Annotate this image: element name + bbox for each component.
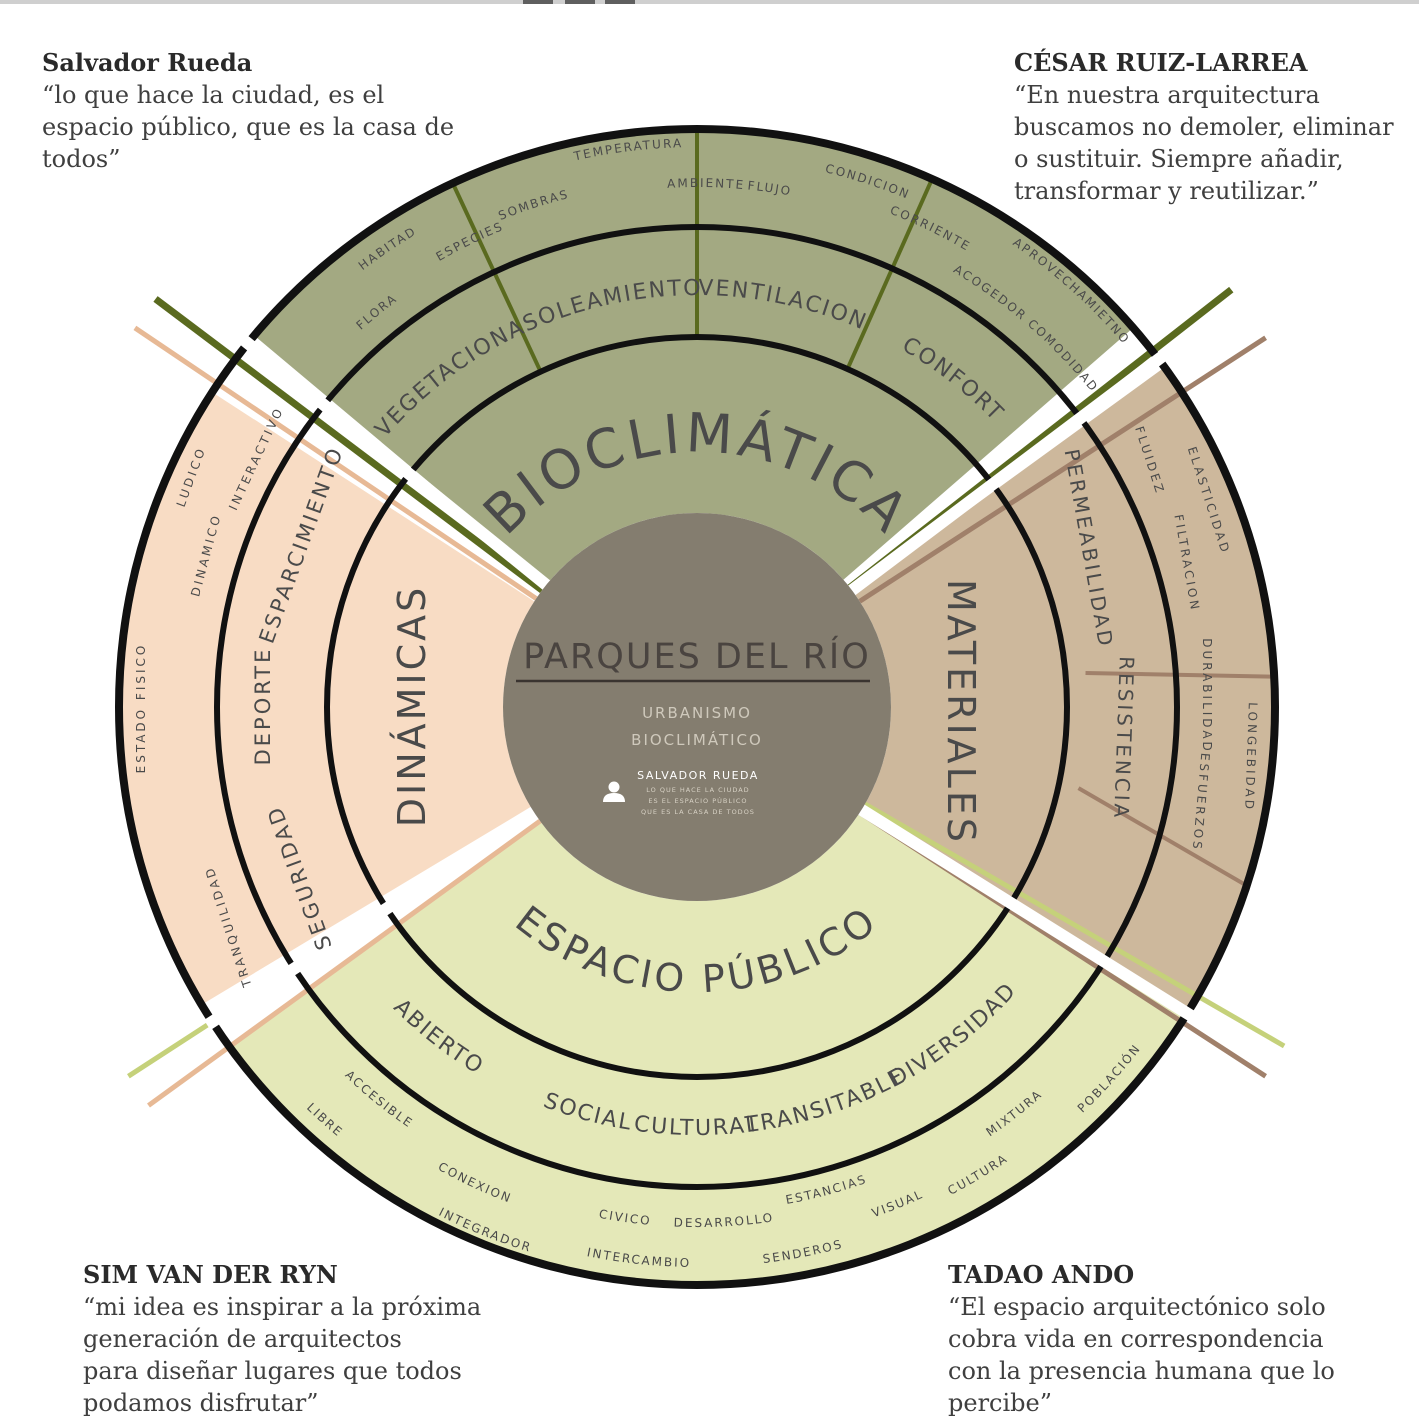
quote-author: CÉSAR RUIZ-LARREA bbox=[1014, 48, 1308, 77]
quote-author: SIM VAN DER RYN bbox=[83, 1260, 338, 1289]
term-label: AMBIENTE bbox=[667, 176, 746, 192]
sector-bioclimatica bbox=[254, 128, 1134, 583]
radial-separator bbox=[1085, 671, 1275, 679]
ring bbox=[115, 125, 1279, 1289]
corridor-gap bbox=[203, 806, 540, 1031]
center-disc bbox=[503, 513, 891, 901]
quote-bottom-right: TADAO ANDO “El espacio arquitectónico so… bbox=[948, 1259, 1368, 1419]
quote-text: “En nuestra arquitectura buscamos no dem… bbox=[1014, 81, 1394, 205]
toolbar-chip bbox=[565, 0, 595, 4]
term-label: ESTADO FISICO bbox=[134, 643, 148, 774]
center-badge-line: QUE ES LA CASA DE TODOS bbox=[641, 808, 755, 816]
quote-text: “lo que hace la ciudad, es el espacio pú… bbox=[42, 81, 455, 173]
sector-espacio_publico bbox=[229, 809, 1188, 1286]
quote-text: “El espacio arquitectónico solo cobra vi… bbox=[948, 1293, 1335, 1417]
divider-line bbox=[153, 296, 545, 594]
center-title: PARQUES DEL RÍO bbox=[523, 635, 871, 677]
divider-line bbox=[133, 325, 538, 601]
quote-author: TADAO ANDO bbox=[948, 1260, 1135, 1289]
sector-dinamicas bbox=[168, 419, 535, 979]
concentric-rings bbox=[115, 125, 1279, 1289]
sector-title-dinamicas: DINÁMICAS bbox=[390, 585, 434, 828]
radial-separator bbox=[450, 182, 543, 373]
category-label: CULTURAL bbox=[633, 1111, 762, 1141]
term-label: LONGEBIDAD bbox=[1242, 702, 1260, 812]
top-border bbox=[0, 0, 1419, 4]
corridor-gap bbox=[239, 334, 552, 591]
center-badge-name: SALVADOR RUEDA bbox=[637, 769, 759, 782]
center-badge-line: ES EL ESPACIO PÚBLICO bbox=[648, 796, 747, 805]
center-subtitle-1: URBANISMO bbox=[642, 704, 752, 722]
category-label: RESISTENCIA bbox=[1109, 656, 1139, 821]
divider-line bbox=[147, 819, 542, 1108]
person-icon bbox=[603, 781, 625, 802]
sector-divider-lines bbox=[127, 129, 1286, 1108]
term-label: FLUJO bbox=[747, 178, 793, 198]
quote-top-left: Salvador Rueda “lo que hace la ciudad, e… bbox=[42, 47, 462, 175]
ring bbox=[324, 334, 1070, 1080]
term-label: DURABILIDAD bbox=[1200, 638, 1214, 754]
divider-line bbox=[858, 335, 1267, 604]
quote-text: “mi idea es inspirar a la próxima genera… bbox=[83, 1293, 482, 1417]
corridor-gap bbox=[846, 350, 1168, 597]
quote-bottom-left: SIM VAN DER RYN “mi idea es inspirar a l… bbox=[83, 1259, 503, 1419]
category-label: DEPORTE bbox=[251, 647, 275, 766]
quote-top-right: CÉSAR RUIZ-LARREA “En nuestra arquitectu… bbox=[1014, 47, 1414, 207]
radial-separator bbox=[845, 178, 934, 370]
center-badge-line: LO QUE HACE LA CIUDAD bbox=[646, 786, 749, 794]
sector-title-materiales: MATERIALES bbox=[939, 579, 983, 845]
sector-dinamicas-outer bbox=[118, 392, 295, 1005]
toolbar-chip bbox=[605, 0, 635, 4]
divider-line bbox=[863, 801, 1286, 1049]
ring bbox=[214, 224, 1180, 1190]
quote-author: Salvador Rueda bbox=[42, 48, 253, 77]
corridor-gap bbox=[856, 803, 1196, 1022]
center-subtitle-2: BIOCLIMÁTICO bbox=[631, 730, 763, 749]
radial-separator bbox=[1077, 786, 1248, 888]
toolbar-chip bbox=[523, 0, 553, 4]
